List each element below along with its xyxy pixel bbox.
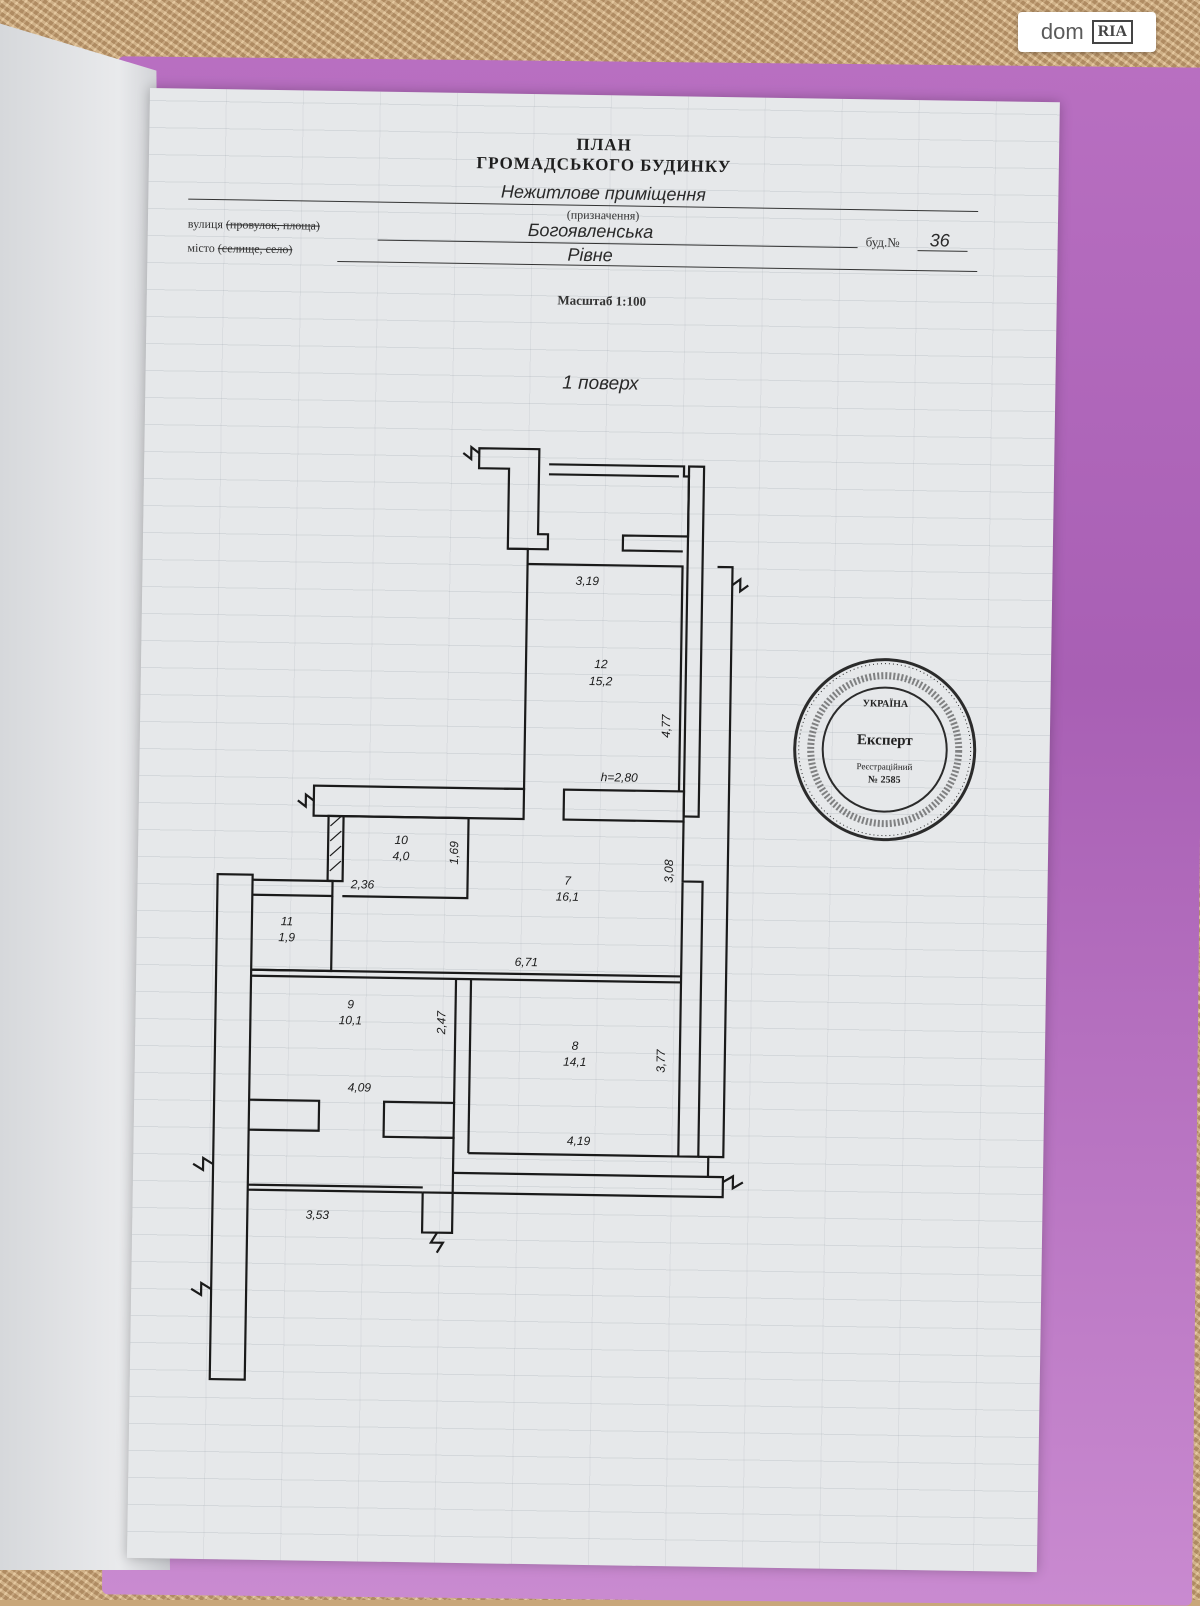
partition-671-b [251, 974, 682, 984]
expert-stamp: УКРАЇНА Експерт Реєстраційний № 2585 [793, 658, 977, 842]
outer-wall-left [208, 873, 254, 1381]
dim-169: 1,69 [447, 841, 461, 865]
wall-corridor-mid [422, 1136, 455, 1195]
corner-join [698, 1155, 710, 1177]
wall-room9-bottom-right [382, 1100, 456, 1140]
room9-number: 9 [347, 997, 354, 1011]
floor-plan-page: ПЛАН ГРОМАДСЬКОГО БУДИНКУ Нежитлове прим… [126, 88, 1060, 1573]
partition-671 [251, 968, 682, 978]
break-left [297, 792, 315, 809]
room10-area: 4,0 [393, 849, 410, 863]
room11-area: 1,9 [278, 930, 295, 944]
room10-number: 10 [394, 833, 408, 847]
wall-room10 [342, 815, 470, 900]
room12-number: 12 [594, 657, 608, 671]
break-bottom [428, 1232, 445, 1254]
room7-area: 16,1 [556, 889, 580, 903]
dim-236: 2,36 [350, 877, 375, 891]
hatched-wall [326, 814, 345, 883]
dim-319: 3,19 [576, 574, 600, 588]
domria-watermark: dom RIA [1018, 12, 1156, 52]
stub-bottom [420, 1192, 454, 1235]
wall-between-9-8 [452, 978, 458, 1103]
window-vestibule [548, 473, 679, 478]
wall-vestibule-left [477, 447, 550, 551]
floor-plan-drawing: 3,19 12 15,2 4,77 h=2,80 10 4,0 1,69 2,3… [190, 444, 749, 1381]
wall-room8-bottom [468, 1152, 679, 1158]
watermark-brand: dom [1040, 19, 1084, 44]
break-right-bottom [722, 1174, 744, 1191]
room12-inner [527, 562, 684, 792]
wall-vestibule-top [549, 463, 691, 553]
outer-wall-right [708, 565, 734, 1159]
room11-number: 11 [281, 914, 294, 928]
break-left-lower [190, 1280, 212, 1297]
dim-477: 4,77 [659, 713, 673, 738]
room7-number: 7 [564, 874, 572, 888]
dim-409: 4,09 [348, 1080, 372, 1094]
dim-247: 2,47 [434, 1010, 448, 1036]
stamp-reg-number: № 2585 [868, 774, 901, 786]
dim-377: 3,77 [654, 1048, 668, 1073]
watermark-badge: RIA [1091, 20, 1134, 44]
wall-room11-top [252, 878, 334, 898]
dim-671: 6,71 [515, 955, 539, 969]
room9-area: 10,1 [339, 1013, 363, 1027]
wall-room12-bottom-left [312, 784, 526, 821]
stamp-title: Експерт [857, 732, 914, 749]
room12-height: h=2,80 [601, 770, 639, 785]
wall-room12-bottom-right [562, 788, 686, 823]
stamp-reg-label: Реєстраційний [856, 761, 912, 772]
wall-room12-right [682, 465, 706, 818]
break-right-top [731, 577, 749, 594]
window-bottom-b [247, 1188, 423, 1194]
stamp-top-ring: УКРАЇНА [863, 696, 910, 710]
wall-room7-right [677, 821, 704, 1158]
dim-308: 3,08 [662, 859, 676, 883]
dim-419: 4,19 [567, 1134, 591, 1148]
room12-area: 15,2 [589, 674, 613, 688]
room8-area: 14,1 [563, 1055, 587, 1069]
dim-353: 3,53 [306, 1208, 330, 1222]
wall-room9-bottom-left [248, 1098, 321, 1132]
wall-corridor-bottom [452, 1171, 725, 1199]
break-top [462, 444, 480, 462]
window-bottom [247, 1183, 423, 1189]
room8-number: 8 [572, 1039, 579, 1053]
wall-between-9-8-b [467, 979, 473, 1154]
break-left-bottom [192, 1156, 214, 1172]
wall-room12-left [504, 547, 529, 791]
